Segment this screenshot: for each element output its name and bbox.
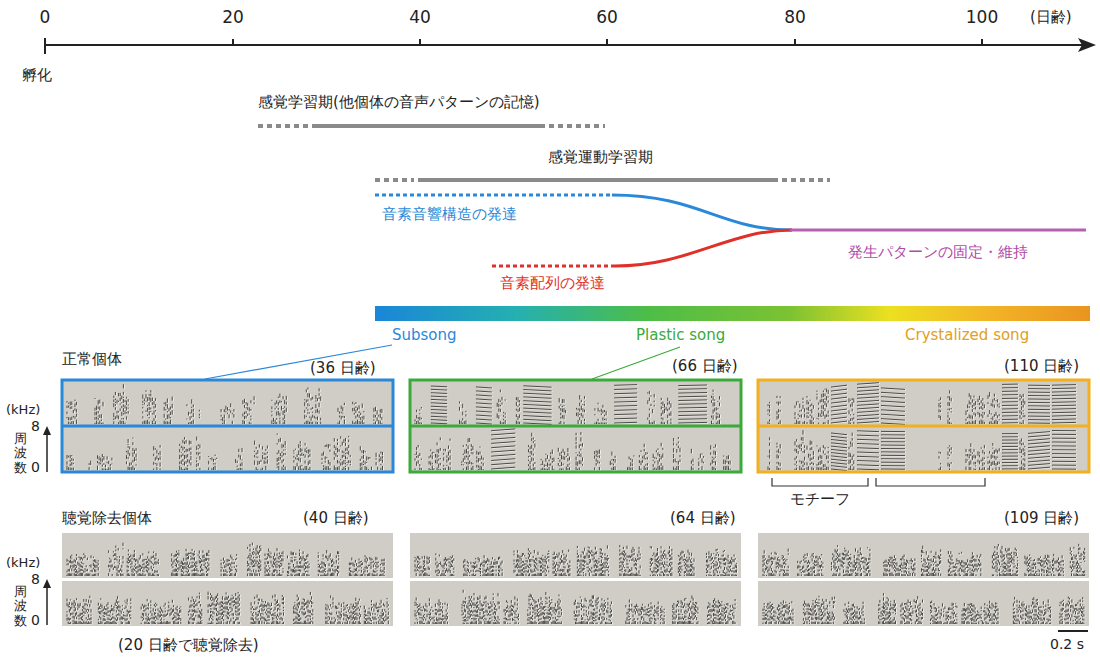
- spectrogram-ground: [410, 380, 741, 426]
- spectrogram-trace: [768, 430, 1100, 471]
- spectrogram-ground: [62, 581, 393, 626]
- scale-bar: [1058, 630, 1088, 632]
- spectrogram-trace: [67, 384, 382, 424]
- spectrogram-ground: [758, 533, 1089, 578]
- axis-tick: 0: [31, 459, 40, 476]
- tick-label: 40: [409, 7, 431, 27]
- period-label: 感覚運動学習期: [548, 148, 653, 166]
- stage-label: Subsong: [392, 326, 457, 344]
- leader-line: [592, 347, 680, 379]
- spectrogram-highlight: [764, 544, 1086, 576]
- spectrogram-ground: [410, 426, 741, 472]
- axis-tick: 0: [31, 612, 40, 629]
- stage-label: Crystalized song: [905, 326, 1029, 344]
- spectrogram-trace: [67, 434, 383, 471]
- spectrogram-panel: [758, 380, 1100, 472]
- development-curves: [375, 195, 1086, 266]
- spectrogram-highlight: [769, 431, 1100, 472]
- spectrogram-panel: [62, 533, 393, 626]
- spectrogram-trace: [67, 543, 384, 576]
- tick-label: 100: [966, 7, 998, 27]
- axis-tick: 8: [31, 571, 40, 588]
- spectrogram-highlight: [68, 434, 384, 471]
- curve-label: 音素音響構造の発達: [382, 205, 517, 223]
- panel-divider: [62, 578, 393, 581]
- time-axis: [45, 38, 1082, 54]
- stage-label: Plastic song: [636, 326, 725, 344]
- spectrogram-trace: [415, 590, 735, 624]
- spectrogram-trace: [67, 592, 388, 624]
- age-label: (64 日齢): [670, 509, 736, 527]
- spectrogram-highlight: [769, 383, 1100, 425]
- spectrogram-panel: [758, 533, 1089, 626]
- note-label: (20 日齢で聴覚除去): [118, 636, 259, 654]
- tick-label: 80: [784, 7, 806, 27]
- tick-label: 60: [596, 7, 618, 27]
- spectrogram-highlight: [764, 594, 1085, 625]
- axis-title: 周波数: [14, 585, 27, 628]
- panel-divider: [758, 425, 1089, 428]
- spectrogram-trace: [415, 429, 730, 470]
- spectrogram-highlight: [416, 546, 738, 577]
- curve-label: 音素配列の発達: [500, 274, 605, 292]
- spectrogram-panel: [410, 380, 741, 472]
- tick-label: 20: [222, 7, 244, 27]
- motif-bracket: [772, 478, 985, 486]
- panel-frame: [410, 380, 741, 472]
- panel-divider: [410, 578, 741, 581]
- spectrogram-ground: [62, 533, 393, 578]
- group-label: 聴覚除去個体: [62, 509, 152, 527]
- axis-tick: 8: [31, 418, 40, 435]
- spectrogram-ground: [410, 533, 741, 578]
- spectrogram-trace: [415, 385, 720, 425]
- frequency-arrow: [43, 426, 51, 625]
- spectrogram-trace: [763, 593, 1084, 624]
- spectrogram-panel: [62, 380, 393, 472]
- spectrograms: [62, 380, 1100, 626]
- spectrogram-panel: [410, 533, 741, 626]
- spectrogram-trace: [763, 544, 1085, 576]
- axis-unit: (日齢): [1030, 8, 1072, 26]
- spectrogram-trace: [415, 545, 737, 576]
- period-bar: [258, 126, 830, 180]
- spectrogram-trace: [768, 383, 1100, 425]
- panel-divider: [62, 425, 393, 428]
- spectrogram-highlight: [416, 590, 736, 624]
- scale-label: 0.2 s: [1050, 636, 1084, 653]
- axis-title: 周波数: [14, 432, 27, 475]
- panel-divider: [410, 425, 741, 428]
- age-label: (110 日齢): [1004, 357, 1079, 375]
- spectrogram-highlight: [68, 592, 389, 624]
- spectrogram-highlight: [416, 385, 721, 425]
- period-label: 感覚学習期(他個体の音声パターンの記憶): [258, 93, 540, 111]
- spectrogram-highlight: [416, 430, 731, 471]
- age-label: (36 日齢): [310, 359, 376, 377]
- group-label: 正常個体: [62, 350, 122, 368]
- spectrogram-ground: [62, 380, 393, 426]
- spectrogram-highlight: [68, 543, 385, 576]
- axis-unit: (kHz): [6, 555, 40, 571]
- leader-line: [205, 345, 392, 379]
- curve-label: 発生パターンの固定・維持: [848, 243, 1028, 261]
- motif-label: モチーフ: [790, 490, 850, 508]
- spectrogram-ground: [62, 426, 393, 472]
- age-label: (66 日齢): [672, 357, 738, 375]
- stage-gradient-bar: [375, 306, 1090, 321]
- spectrogram-highlight: [68, 385, 383, 425]
- spectrogram-ground: [410, 581, 741, 626]
- axis-arrowhead: [1078, 38, 1096, 52]
- event-label: 孵化: [22, 66, 52, 84]
- spectrogram-ground: [758, 581, 1089, 626]
- tick-label: 0: [40, 7, 51, 27]
- panel-divider: [758, 578, 1089, 581]
- age-label: (40 日齢): [303, 509, 369, 527]
- axis-unit: (kHz): [6, 402, 40, 418]
- age-label: (109 日齢): [1004, 509, 1079, 527]
- panel-frame: [758, 380, 1089, 472]
- panel-frame: [62, 380, 393, 472]
